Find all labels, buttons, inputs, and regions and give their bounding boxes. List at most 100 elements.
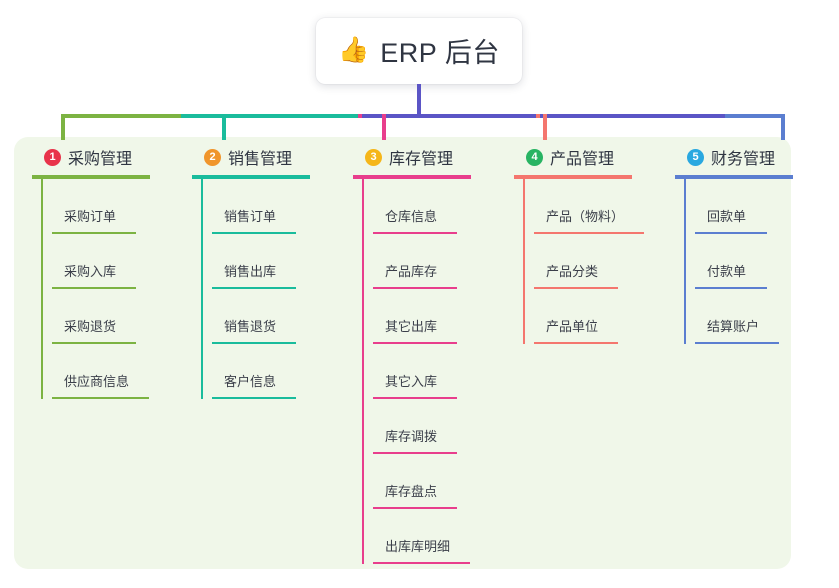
branch-spine-line [523, 179, 525, 344]
branch-header-5[interactable]: 5 财务管理 [675, 145, 793, 169]
leaf-underline [373, 562, 470, 564]
leaf-label: 采购退货 [64, 319, 117, 334]
branch-underline [192, 175, 310, 179]
branch-库存管理: 3 库存管理仓库信息产品库存其它出库其它入库库存调拨库存盘点出库库明细 [353, 145, 471, 564]
leaf-node[interactable]: 销售出库 [203, 234, 310, 289]
leaf-node[interactable]: 产品库存 [364, 234, 471, 289]
leaf-label: 其它入库 [385, 374, 438, 389]
leaf-underline [373, 342, 457, 344]
leaf-label: 回款单 [707, 209, 747, 224]
leaf-node[interactable]: 回款单 [686, 179, 793, 234]
branch-spine-line [684, 179, 686, 344]
leaf-underline [695, 287, 767, 289]
trunk-segment-3 [358, 114, 362, 118]
leaf-node[interactable]: 其它出库 [364, 289, 471, 344]
leaf-node[interactable]: 出库库明细 [364, 509, 471, 564]
leaf-label: 销售退货 [224, 319, 277, 334]
trunk-segment-7 [540, 114, 725, 118]
leaf-node[interactable]: 产品单位 [525, 289, 632, 344]
leaf-label: 付款单 [707, 264, 747, 279]
trunk-drop-5 [781, 114, 785, 140]
branch-header-4[interactable]: 4 产品管理 [514, 145, 632, 169]
leaf-underline [212, 342, 296, 344]
leaf-node[interactable]: 其它入库 [364, 344, 471, 399]
branch-header-3[interactable]: 3 库存管理 [353, 145, 471, 169]
leaf-node[interactable]: 付款单 [686, 234, 793, 289]
trunk-segment-5 [420, 114, 536, 118]
leaf-underline [373, 452, 457, 454]
root-node-content: 👍 ERP 后台 [338, 31, 500, 70]
leaf-label: 库存调拨 [385, 429, 438, 444]
branch-财务管理: 5 财务管理回款单付款单结算账户 [675, 145, 793, 344]
leaf-node[interactable]: 采购订单 [43, 179, 150, 234]
branch-header-2[interactable]: 2 销售管理 [192, 145, 310, 169]
leaf-node[interactable]: 客户信息 [203, 344, 310, 399]
branch-number-badge: 3 [365, 148, 382, 166]
leaf-underline [373, 287, 457, 289]
leaf-node[interactable]: 采购入库 [43, 234, 150, 289]
trunk-segment-1 [61, 114, 181, 118]
branch-number-badge: 5 [687, 148, 704, 166]
leaf-node[interactable]: 结算账户 [686, 289, 793, 344]
leaf-node[interactable]: 采购退货 [43, 289, 150, 344]
leaf-underline [373, 232, 457, 234]
leaf-node[interactable]: 销售订单 [203, 179, 310, 234]
leaf-underline [373, 397, 457, 399]
leaf-node[interactable]: 销售退货 [203, 289, 310, 344]
branch-underline [675, 175, 793, 179]
leaf-label: 出库库明细 [385, 539, 451, 554]
branch-underline [353, 175, 471, 179]
leaf-underline [373, 507, 457, 509]
trunk-segment-4 [362, 114, 420, 118]
leaf-label: 结算账户 [707, 319, 760, 334]
leaf-label: 仓库信息 [385, 209, 438, 224]
branch-leaf-list: 销售订单销售出库销售退货客户信息 [192, 179, 310, 399]
branch-销售管理: 2 销售管理销售订单销售出库销售退货客户信息 [192, 145, 310, 399]
leaf-label: 产品分类 [546, 264, 599, 279]
branch-spine-line [362, 179, 364, 564]
branch-title: 采购管理 [68, 151, 133, 168]
page-title: ERP 后台 [380, 37, 500, 68]
branch-title: 财务管理 [711, 151, 776, 168]
leaf-label: 采购订单 [64, 209, 117, 224]
leaf-label: 产品（物料） [546, 209, 625, 224]
leaf-underline [695, 232, 767, 234]
leaf-node[interactable]: 供应商信息 [43, 344, 150, 399]
leaf-node[interactable]: 仓库信息 [364, 179, 471, 234]
trunk-drop-4 [543, 114, 547, 140]
branch-underline [32, 175, 150, 179]
leaf-label: 产品库存 [385, 264, 438, 279]
leaf-label: 产品单位 [546, 319, 599, 334]
leaf-node[interactable]: 产品分类 [525, 234, 632, 289]
leaf-node[interactable]: 库存调拨 [364, 399, 471, 454]
leaf-underline [52, 287, 136, 289]
leaf-node[interactable]: 产品（物料） [525, 179, 644, 234]
leaf-label: 采购入库 [64, 264, 117, 279]
root-stem-line [417, 84, 421, 116]
thumbs-up-icon: 👍 [338, 35, 370, 64]
trunk-drop-3 [382, 114, 386, 140]
leaf-underline [212, 232, 296, 234]
leaf-underline [534, 342, 618, 344]
trunk-drop-1 [61, 114, 65, 140]
leaf-label: 供应商信息 [64, 374, 130, 389]
root-node[interactable]: 👍 ERP 后台 [316, 18, 522, 84]
branch-number-badge: 2 [204, 148, 221, 166]
branch-spine-line [201, 179, 203, 399]
branch-leaf-list: 产品（物料） 产品分类产品单位 [514, 179, 644, 344]
leaf-underline [52, 232, 136, 234]
branch-title: 销售管理 [228, 151, 293, 168]
leaf-node[interactable]: 库存盘点 [364, 454, 471, 509]
branch-title: 库存管理 [389, 151, 454, 168]
branch-title: 产品管理 [550, 151, 615, 168]
leaf-underline [52, 342, 136, 344]
leaf-label: 销售订单 [224, 209, 277, 224]
branch-产品管理: 4 产品管理产品（物料） 产品分类产品单位 [514, 145, 644, 344]
branch-number-badge: 4 [526, 148, 543, 166]
branch-leaf-list: 采购订单采购入库采购退货供应商信息 [32, 179, 150, 399]
leaf-label: 客户信息 [224, 374, 277, 389]
branch-underline [514, 175, 632, 179]
